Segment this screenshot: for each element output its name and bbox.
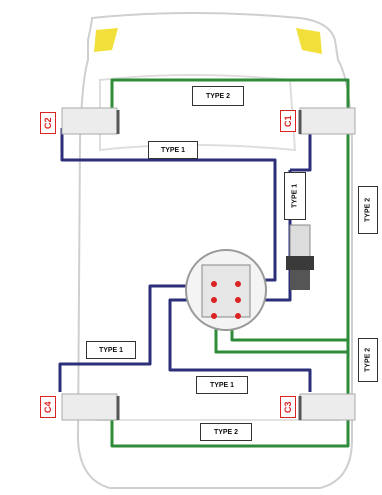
caliper-tag-front-right: C1 bbox=[280, 110, 296, 132]
label-type1-lower-center: TYPE 1 bbox=[196, 376, 248, 394]
abs-module bbox=[185, 249, 267, 331]
label-type2-bottom: TYPE 2 bbox=[200, 423, 252, 441]
label-type2-right-lower: TYPE 2 bbox=[358, 338, 378, 382]
caliper-tag-rear-left: C4 bbox=[40, 396, 56, 418]
caliper-assembly-front-right bbox=[298, 107, 356, 135]
caliper-tag-rear-right: C3 bbox=[280, 396, 296, 418]
caliper-tag-front-left: C2 bbox=[40, 112, 56, 134]
label-type2-right-upper: TYPE 2 bbox=[358, 186, 378, 234]
headlight-right bbox=[296, 28, 322, 54]
label-type1-upper-left: TYPE 1 bbox=[148, 141, 198, 159]
label-type1-vertical: TYPE 1 bbox=[284, 172, 306, 220]
caliper-assembly-front-left bbox=[61, 107, 120, 135]
headlight-left bbox=[94, 28, 118, 52]
label-type2-top: TYPE 2 bbox=[192, 86, 244, 106]
type1-circuit bbox=[58, 118, 312, 392]
caliper-assembly-rear-left bbox=[61, 393, 120, 421]
caliper-assembly-rear-right bbox=[298, 393, 356, 421]
label-type1-lower-left: TYPE 1 bbox=[86, 341, 136, 359]
brake-booster bbox=[286, 224, 314, 290]
